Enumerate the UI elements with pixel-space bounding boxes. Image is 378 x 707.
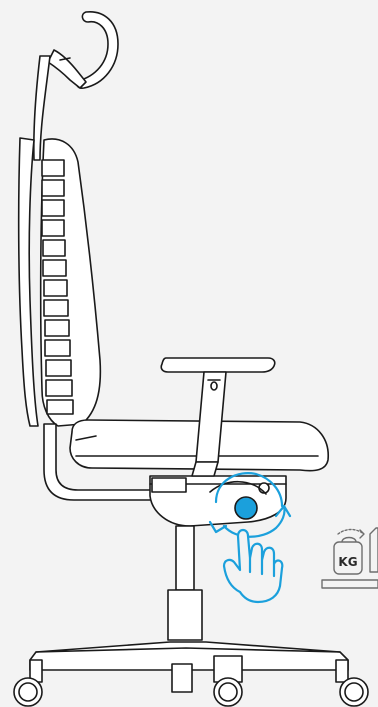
- tension-knob: [235, 497, 257, 519]
- gas-lift: [168, 526, 202, 640]
- caster-left: [14, 678, 42, 706]
- seat-mechanism: [150, 476, 286, 526]
- caster-middle: [214, 678, 242, 706]
- backrest: [41, 139, 101, 426]
- hand-pointer-icon: [224, 530, 282, 602]
- weight-adjust-icon: KG: [322, 528, 378, 588]
- chair-base: [30, 642, 348, 692]
- caster-right: [340, 678, 368, 706]
- headrest: [48, 12, 118, 88]
- weight-label: KG: [338, 555, 357, 569]
